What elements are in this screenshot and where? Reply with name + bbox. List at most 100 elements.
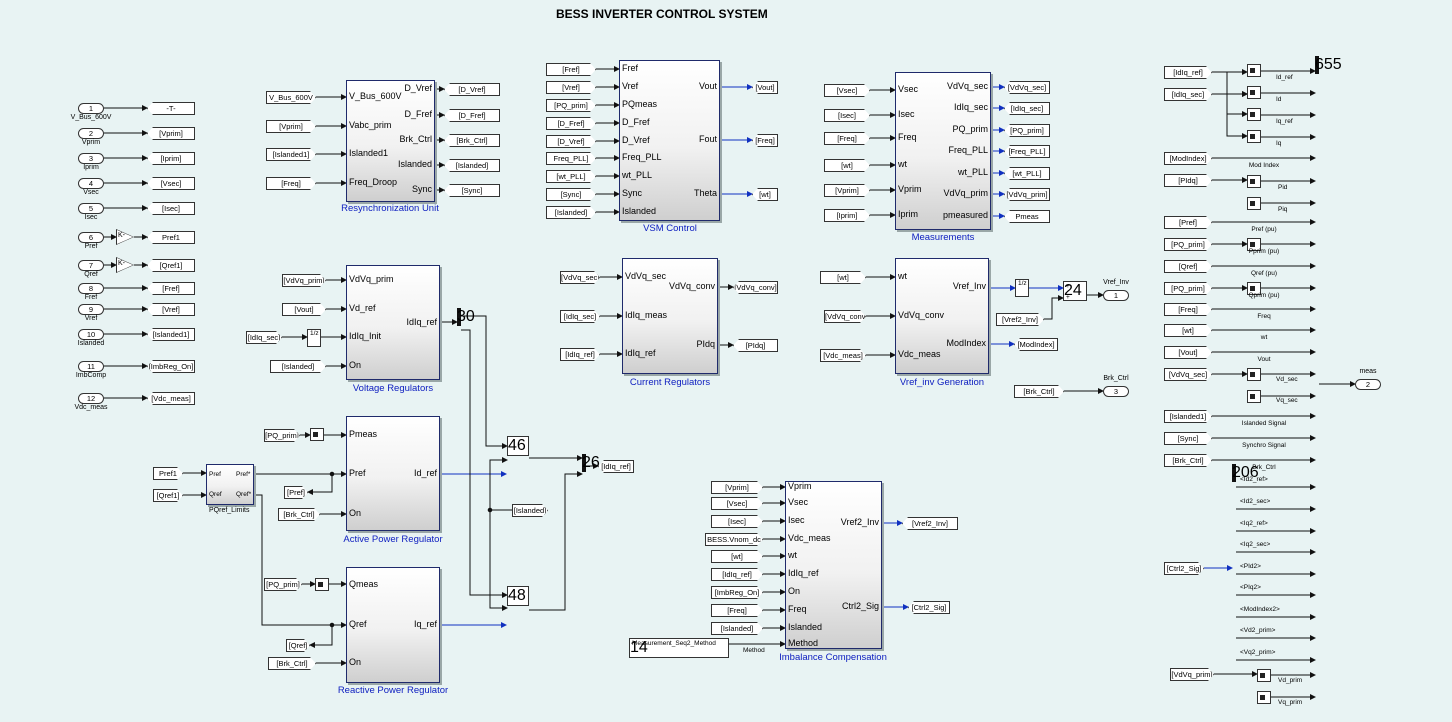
goto-islanded1[interactable]: [Islanded1]	[147, 328, 195, 341]
null[interactable]: 14	[629, 638, 729, 658]
inport-3[interactable]: 3	[78, 153, 104, 164]
null[interactable]: 655	[1315, 56, 1342, 74]
brk-ctrl-from[interactable]: [Brk_Ctrl]	[1014, 385, 1064, 398]
vinv-from-vref2-inv[interactable]: [Vref2_Inv]	[996, 313, 1044, 326]
inport-4[interactable]: 4	[78, 178, 104, 189]
meas-from-wt[interactable]: [wt]	[824, 159, 870, 172]
null[interactable]: 46	[507, 436, 529, 456]
selector-p[interactable]	[310, 428, 324, 441]
resync-from-v-bus-600v[interactable]: V_Bus_600V	[266, 91, 316, 104]
selector-5[interactable]	[1247, 238, 1261, 251]
goto-iprim[interactable]: [Iprim]	[147, 152, 195, 165]
goto-qref1[interactable]: [Qref1]	[147, 259, 195, 272]
selector-vdvq-1[interactable]	[1247, 368, 1261, 381]
inport-7[interactable]: 7	[78, 260, 104, 271]
meas-from-vprim[interactable]: [Vprim]	[824, 184, 870, 197]
meas-from-freq[interactable]: [Freq]	[824, 132, 870, 145]
meas-goto-vdvq-prim[interactable]: [VdVq_prim]	[1004, 188, 1050, 201]
meas-from-isec[interactable]: [Isec]	[824, 109, 870, 122]
creg-from-idiq-sec[interactable]: [IdIq_sec]	[560, 310, 600, 323]
vsm-goto-wt[interactable]: [wt]	[752, 188, 778, 201]
bus-from-vout-10[interactable]: [Vout]	[1164, 346, 1212, 359]
resync-block[interactable]	[346, 80, 435, 202]
vsm-from-vref[interactable]: [Vref]	[546, 81, 596, 94]
bus-from-idiq-ref-0[interactable]: [IdIq_ref]	[1164, 66, 1212, 79]
vinv-goto-modindex[interactable]: [ModIndex]	[1014, 338, 1058, 351]
active-power-regulator-block[interactable]	[346, 416, 440, 531]
imb-from-idiq-ref[interactable]: [IdIq_ref]	[711, 568, 763, 581]
vsm-goto-freq[interactable]: [Freq]	[752, 134, 778, 147]
selector-id-3[interactable]	[1247, 130, 1261, 143]
apreg-from-pq-prim[interactable]: [PQ_prim]	[265, 431, 299, 440]
goto-fref[interactable]: [Fref]	[147, 282, 195, 295]
imb-from-islanded[interactable]: [Islanded]	[711, 622, 763, 635]
measurements-block[interactable]	[895, 72, 991, 230]
selector-vprim-2[interactable]	[1257, 691, 1271, 704]
selector-pidq-1[interactable]	[1247, 175, 1261, 188]
vsm-block[interactable]	[619, 60, 720, 221]
vref-inv-block[interactable]	[895, 258, 989, 374]
vsm-from-fref[interactable]: [Fref]	[546, 63, 596, 76]
meas-goto-pq-prim[interactable]: [PQ_prim]	[1004, 124, 1050, 137]
inport-11[interactable]: 11	[78, 361, 104, 372]
inport-6[interactable]: 6	[78, 232, 104, 243]
selector-id-2[interactable]	[1247, 108, 1261, 121]
vsm-from-d-vref[interactable]: [D_Vref]	[546, 135, 596, 148]
imbalance-compensation-block[interactable]	[785, 481, 882, 649]
imb-from-isec[interactable]: [Isec]	[711, 515, 763, 528]
imb-from-wt[interactable]: [wt]	[711, 550, 763, 563]
bus-from-sync-13[interactable]: [Sync]	[1164, 432, 1212, 445]
selector-id-1[interactable]	[1247, 86, 1261, 99]
meas-goto-vdvq-sec[interactable]: [VdVq_sec]	[1004, 81, 1050, 94]
vsm-from-islanded[interactable]: [Islanded]	[546, 206, 596, 219]
rpreg-from-brk-ctrl[interactable]: [Brk_Ctrl]	[268, 657, 316, 670]
null[interactable]: 26	[582, 454, 600, 472]
rpreg-from-pq-prim[interactable]: [PQ_prim]	[264, 578, 302, 591]
bus-from-wt-9[interactable]: [wt]	[1164, 324, 1212, 337]
imb-goto-ctrl2-sig[interactable]: [Ctrl2_Sig]	[908, 601, 950, 614]
apreg-from-pref[interactable]: [Pref]	[284, 486, 308, 499]
inport-9[interactable]: 9	[78, 304, 104, 315]
goto-imbreg-on[interactable]: [ImbReg_On]	[147, 360, 195, 373]
outport-3[interactable]: 3	[1103, 386, 1129, 397]
goto-vref[interactable]: [Vref]	[147, 303, 195, 316]
inport-12[interactable]: 12	[78, 393, 104, 404]
meas-from-iprim[interactable]: [Iprim]	[824, 209, 870, 222]
goto-isec[interactable]: [Isec]	[147, 202, 195, 215]
meas-goto-idiq-sec[interactable]: [IdIq_sec]	[1004, 102, 1050, 115]
null[interactable]: 206	[1232, 464, 1259, 482]
bus-from-pref-4[interactable]: [Pref]	[1164, 216, 1212, 229]
bus-from-brk-ctrl-14[interactable]: [Brk_Ctrl]	[1164, 454, 1212, 467]
meas-goto-freq-pll[interactable]: [Freq_PLL]	[1004, 145, 1050, 158]
vreg-from-islanded[interactable]: [Islanded]	[270, 360, 326, 373]
vsm-from-wt-pll[interactable]: [wt_PLL]	[546, 170, 596, 183]
meas-goto-pmeas[interactable]: Pmeas	[1004, 210, 1050, 223]
imb-from-freq[interactable]: [Freq]	[711, 604, 763, 617]
imb-from-vprim[interactable]: [Vprim]	[711, 481, 763, 494]
selector-id-0[interactable]	[1247, 64, 1261, 77]
goto-idiq-ref[interactable]: [IdIq_ref]	[598, 460, 634, 473]
bus-from-vdvq-sec-11[interactable]: [VdVq_sec]	[1164, 368, 1212, 381]
vsm-from-sync[interactable]: [Sync]	[546, 188, 596, 201]
resync-goto-sync[interactable]: [Sync]	[444, 184, 500, 197]
bus-from-islanded1-12[interactable]: [Islanded1]	[1164, 410, 1212, 423]
imb-from-bess-vnom-dc[interactable]: BESS.Vnom_dc	[705, 533, 763, 546]
selector-vdvq-2[interactable]	[1247, 390, 1261, 403]
resync-from-vprim[interactable]: [Vprim]	[266, 120, 316, 133]
bus-from-ctrl2-sig[interactable]: [Ctrl2_Sig]	[1164, 562, 1204, 575]
bus-from-vdvq-prim[interactable]: [VdVq_prim]	[1171, 670, 1213, 679]
resync-goto-d-fref[interactable]: [D_Fref]	[444, 109, 500, 122]
bus-from-qref-6[interactable]: [Qref]	[1164, 260, 1212, 273]
vsm-goto-vout[interactable]: [Vout]	[752, 81, 778, 94]
goto-vsec[interactable]: [Vsec]	[147, 177, 195, 190]
pqlim-from-qref1[interactable]: [Qref1]	[153, 489, 183, 502]
creg-from-idiq-ref[interactable]: [IdIq_ref]	[560, 348, 600, 361]
bus-from-modindex-2[interactable]: [ModIndex]	[1164, 152, 1212, 165]
creg-from-vdvq-sec[interactable]: [VdVq_sec]	[561, 273, 600, 282]
vsm-from-pq-prim[interactable]: [PQ_prim]	[546, 99, 596, 112]
goto-t[interactable]: -T-	[147, 102, 195, 115]
inport-1[interactable]: 1	[78, 103, 104, 114]
vinv-from-wt[interactable]: [wt]	[820, 271, 866, 284]
selector-vprim-1[interactable]	[1257, 669, 1271, 682]
imb-goto-vref2-inv[interactable]: [Vref2_Inv]	[902, 517, 958, 530]
